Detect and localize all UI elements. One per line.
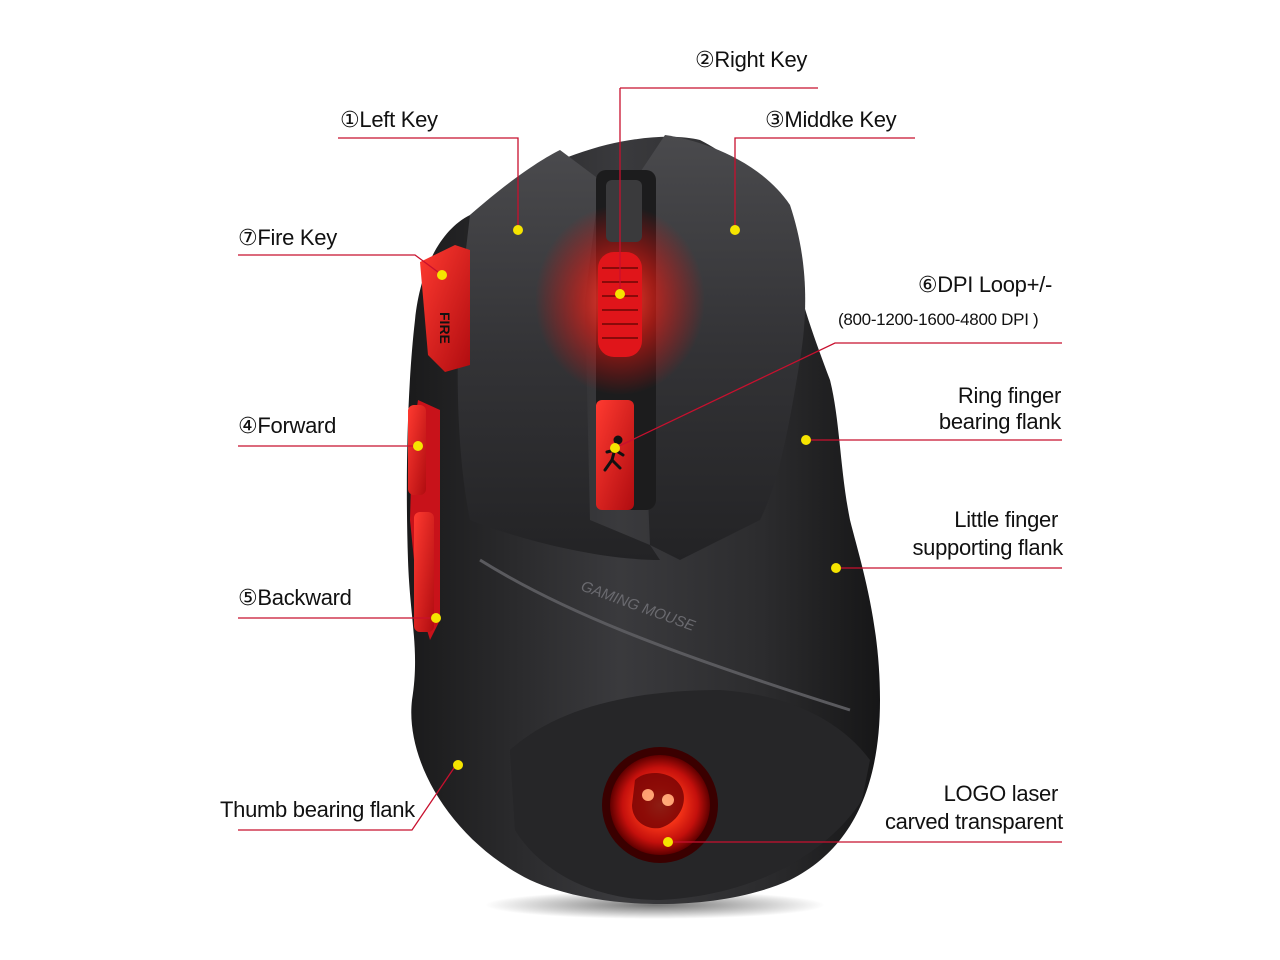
label-thumb: Thumb bearing flank <box>220 797 415 822</box>
fire-key-text: FIRE <box>437 312 453 344</box>
scorpion-logo-icon <box>632 773 684 829</box>
dot-right-key <box>615 289 625 299</box>
label-logo-line1: LOGO laser <box>943 781 1059 806</box>
running-man-icon <box>603 435 625 472</box>
label-ring-finger-line1: Ring finger <box>957 383 1061 408</box>
dot-little-finger <box>831 563 841 573</box>
label-forward: ④Forward <box>238 413 337 438</box>
scroll-wheel[interactable] <box>598 252 642 357</box>
dot-ring-finger <box>801 435 811 445</box>
dot-left-key <box>513 225 523 235</box>
label-dpi-loop: ⑥DPI Loop+/- <box>917 272 1052 297</box>
dot-forward <box>413 441 423 451</box>
leader-lines <box>238 87 1062 843</box>
dpi-button[interactable] <box>596 400 634 510</box>
wheel-top-block <box>606 180 642 242</box>
fire-key-button[interactable] <box>420 245 470 372</box>
backward-button[interactable] <box>414 512 434 632</box>
dot-fire-key <box>437 270 447 280</box>
dot-dpi <box>610 443 620 453</box>
dot-backward <box>431 613 441 623</box>
marker-dots <box>413 225 841 847</box>
accent-line <box>479 558 851 712</box>
label-backward: ⑤Backward <box>238 585 352 610</box>
label-middle-key: ③Middke Key <box>765 107 897 132</box>
label-fire-key: ⑦Fire Key <box>238 225 337 250</box>
label-left-key: ①Left Key <box>340 107 438 132</box>
label-logo-line2: carved transparent <box>884 809 1063 834</box>
leader-thumb <box>238 764 457 831</box>
label-dpi-range: (800-1200-1600-4800 DPI ) <box>838 310 1039 329</box>
leader-dpi <box>614 342 1062 449</box>
dot-logo <box>663 837 673 847</box>
label-right-key: ②Right Key <box>695 47 808 72</box>
dot-thumb <box>453 760 463 770</box>
mouse-shadow <box>485 891 825 919</box>
leader-middle-key <box>734 137 915 230</box>
leader-fire-key <box>238 254 443 276</box>
label-little-finger-line2: supporting flank <box>912 535 1063 560</box>
label-ring-finger-line2: bearing flank <box>938 409 1061 434</box>
leader-left-key <box>338 137 519 230</box>
label-little-finger-line1: Little finger <box>954 507 1058 532</box>
dot-middle-key <box>730 225 740 235</box>
